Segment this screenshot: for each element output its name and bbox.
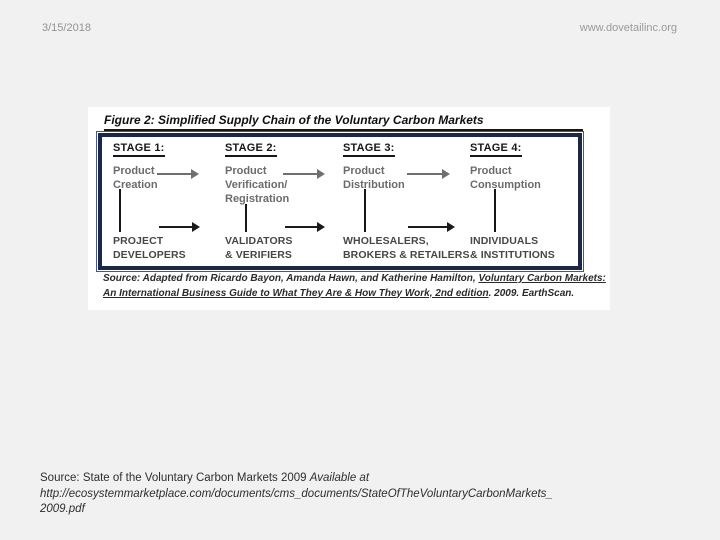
- connector-line: [245, 204, 247, 232]
- arrow-right-icon: [408, 222, 455, 232]
- slide-source-citation: Source: State of the Voluntary Carbon Ma…: [40, 471, 705, 518]
- figure-source-line-1: Source: Adapted from Ricardo Bayon, Aman…: [103, 272, 606, 287]
- source-line-1: Source: State of the Voluntary Carbon Ma…: [40, 471, 705, 487]
- stage-4-header: STAGE 4:: [470, 142, 522, 157]
- stage-1-actor-label: PROJECT DEVELOPERS: [113, 235, 186, 262]
- stage-4-actor-label: INDIVIDUALS & INSTITUTIONS: [470, 235, 555, 262]
- arrow-right-icon: [283, 169, 325, 179]
- figure-source-book-title: An International Business Guide to What …: [103, 287, 489, 299]
- stage-2-process-label: Product Verification/ Registration: [225, 164, 289, 206]
- actor-line: VALIDATORS: [225, 235, 293, 247]
- actor-line: & VERIFIERS: [225, 248, 293, 261]
- actor-line: WHOLESALERS,: [343, 235, 429, 247]
- stage-2-header: STAGE 2:: [225, 142, 277, 157]
- connector-line: [119, 189, 121, 232]
- stage-1-process-label: Product Creation: [113, 164, 158, 192]
- process-line: Product: [343, 165, 385, 177]
- process-line: Distribution: [343, 179, 405, 191]
- supply-chain-diagram: STAGE 1: Product Creation PROJECT DEVELO…: [98, 133, 582, 270]
- stage-3-process-label: Product Distribution: [343, 164, 405, 192]
- stage-3-actor-label: WHOLESALERS, BROKERS & RETAILERS: [343, 235, 470, 262]
- figure-source-citation: Source: Adapted from Ricardo Bayon, Aman…: [103, 272, 606, 302]
- slide-date-label: 3/15/2018: [42, 22, 91, 34]
- stage-4-process-label: Product Consumption: [470, 164, 541, 192]
- actor-line: PROJECT: [113, 235, 164, 247]
- arrow-right-icon: [407, 169, 450, 179]
- stage-2-actor-label: VALIDATORS & VERIFIERS: [225, 235, 293, 262]
- arrow-right-icon: [157, 169, 199, 179]
- connector-line: [494, 189, 496, 232]
- stage-1-header: STAGE 1:: [113, 142, 165, 157]
- source-url-line-1: http://ecosystemmarketplace.com/document…: [40, 487, 553, 500]
- actor-line: BROKERS & RETAILERS: [343, 248, 470, 261]
- process-line: Product: [225, 165, 267, 177]
- figure-source-line-2: An International Business Guide to What …: [103, 287, 601, 302]
- arrow-right-icon: [159, 222, 200, 232]
- process-line: Product: [113, 165, 155, 177]
- process-line: Consumption: [470, 179, 541, 191]
- process-line: Product: [470, 165, 512, 177]
- actor-line: DEVELOPERS: [113, 248, 186, 261]
- actor-line: & INSTITUTIONS: [470, 248, 555, 261]
- connector-line: [364, 189, 366, 232]
- source-url-line-2: 2009.pdf: [40, 503, 85, 515]
- figure-source-book-title: Voluntary Carbon Markets:: [478, 273, 606, 284]
- stage-3-header: STAGE 3:: [343, 142, 395, 157]
- figure-title: Figure 2: Simplified Supply Chain of the…: [104, 113, 583, 131]
- source-text: Source: State of the Voluntary Carbon Ma…: [40, 472, 310, 484]
- actor-line: INDIVIDUALS: [470, 235, 539, 247]
- slide-website-label: www.dovetailinc.org: [579, 22, 677, 34]
- source-text-italic: Available at: [309, 472, 370, 484]
- arrow-right-icon: [285, 222, 325, 232]
- figure-panel: Figure 2: Simplified Supply Chain of the…: [88, 107, 610, 310]
- figure-source-text: . 2009. EarthScan.: [488, 287, 575, 299]
- figure-source-text: Source: Adapted from Ricardo Bayon, Aman…: [103, 273, 479, 284]
- process-line: Creation: [113, 179, 158, 191]
- process-line: Verification/: [225, 179, 288, 191]
- process-line: Registration: [225, 193, 290, 205]
